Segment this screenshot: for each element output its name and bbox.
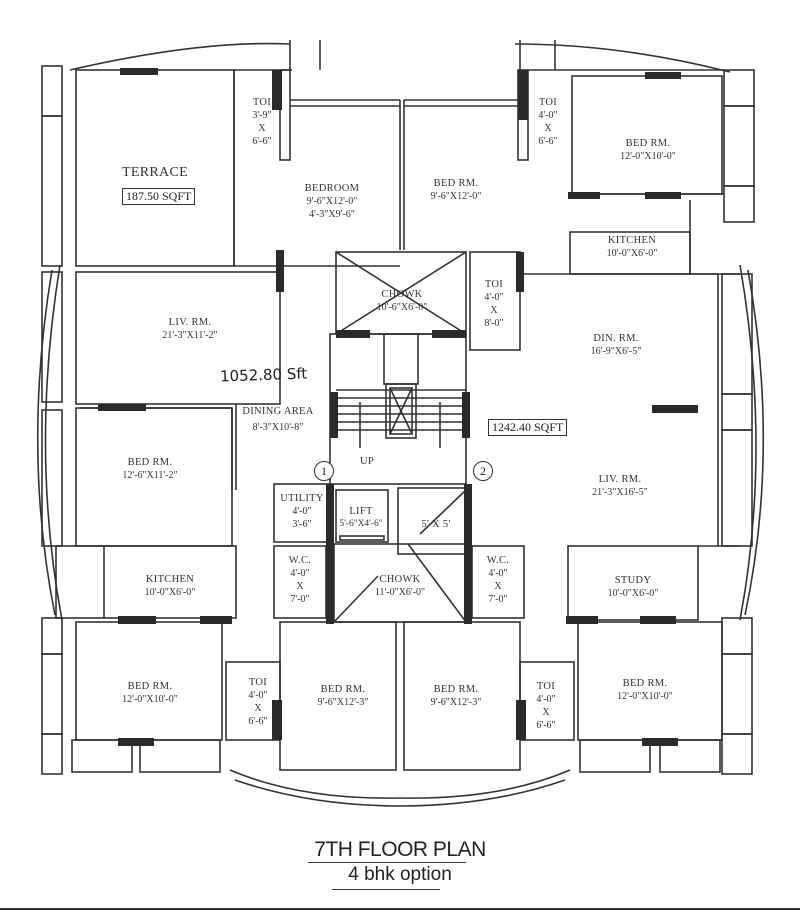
room-bed-top-right: BED RM. 12'-0"X10'-0": [620, 138, 676, 162]
room-liv-right: LIV. RM. 21'-3"X16'-5": [592, 474, 648, 498]
room-liv-left: LIV. RM. 21'-3"X11'-2": [162, 317, 218, 341]
title-underline: [308, 862, 466, 863]
room-bed-top-mid: BED RM. 9'-6"X12'-0": [430, 178, 482, 202]
unit-2-area-box: 1242.40 SQFT: [488, 419, 568, 436]
room-study: STUDY 10'-0"X6'-0": [607, 575, 659, 599]
room-terrace: TERRACE: [122, 165, 188, 180]
room-lift: LIFT 5'-6"X4'-6": [339, 506, 383, 529]
unit-marker-2: 2: [473, 461, 493, 481]
bottom-left-arc: [229, 769, 401, 799]
plan-title: 7TH FLOOR PLAN: [314, 838, 486, 861]
stairs-up-label: UP: [359, 456, 375, 467]
unit-marker-1: 1: [314, 461, 334, 481]
plan-subtitle: 4 bhk option: [348, 864, 452, 885]
left-arc: [44, 264, 63, 621]
top-left-arc: [69, 42, 291, 71]
bed-rm-tr-outline: [571, 75, 723, 195]
room-bedroom-top: BEDROOM 9'-6"X12'-0" 4'-3"X9'-6": [304, 183, 360, 220]
room-dining-left: DINING AREA 8'-3"X10'-8": [242, 406, 314, 433]
room-toi-bottom-left: TOI 4'-0" X 6'-6": [248, 677, 268, 727]
room-utility: UTILITY 4'-0" 3'-6": [280, 493, 324, 530]
page-bottom-rule: [0, 908, 800, 910]
right-arc: [739, 264, 757, 621]
room-kitchen-left: KITCHEN 10'-0"X6'-0": [144, 574, 196, 598]
room-toi-top-left: TOI 3'-9" X 6'-6": [252, 97, 272, 147]
terrace-area-box: 187.50 SQFT: [122, 188, 196, 205]
room-bed-bottom-left: BED RM. 12'-0"X10'-0": [122, 681, 178, 705]
top-right-arc: [514, 43, 731, 73]
room-wc-right: W.C. 4'-0" X 7'-0": [486, 555, 510, 605]
room-bed-bottom-mid-left: BED RM. 9'-6"X12'-3": [317, 684, 369, 708]
room-wc-left: W.C. 4'-0" X 7'-0": [288, 555, 312, 605]
room-kitchen-right: KITCHEN 10'-0"X6'-0": [606, 235, 658, 259]
room-bed-bottom-mid-right: BED RM. 9'-6"X12'-3": [430, 684, 482, 708]
room-din-right: DIN. RM. 16'-9"X6'-5": [590, 333, 642, 357]
room-toi-top-right: TOI 4'-0" X 6'-6": [538, 97, 558, 147]
room-toi-mid: TOI 4'-0" X 8'-0": [484, 279, 504, 329]
room-bed-mid-left: BED RM. 12'-6"X11'-2": [122, 457, 178, 481]
subtitle-underline: [332, 889, 440, 890]
room-chowk-bottom: CHOWK 11'-0"X6'-0": [374, 574, 426, 598]
room-chowk-top: CHOWK 10'-6"X6'-0": [376, 289, 428, 313]
unit-1-area: 1052.80 Sft: [219, 364, 308, 386]
room-toi-bottom-right: TOI 4'-0" X 6'-6": [536, 681, 556, 731]
shaft-label: 5' X 5': [421, 519, 451, 530]
bottom-right-arc: [399, 769, 571, 799]
room-bed-bottom-right: BED RM. 12'-0"X10'-0": [617, 678, 673, 702]
